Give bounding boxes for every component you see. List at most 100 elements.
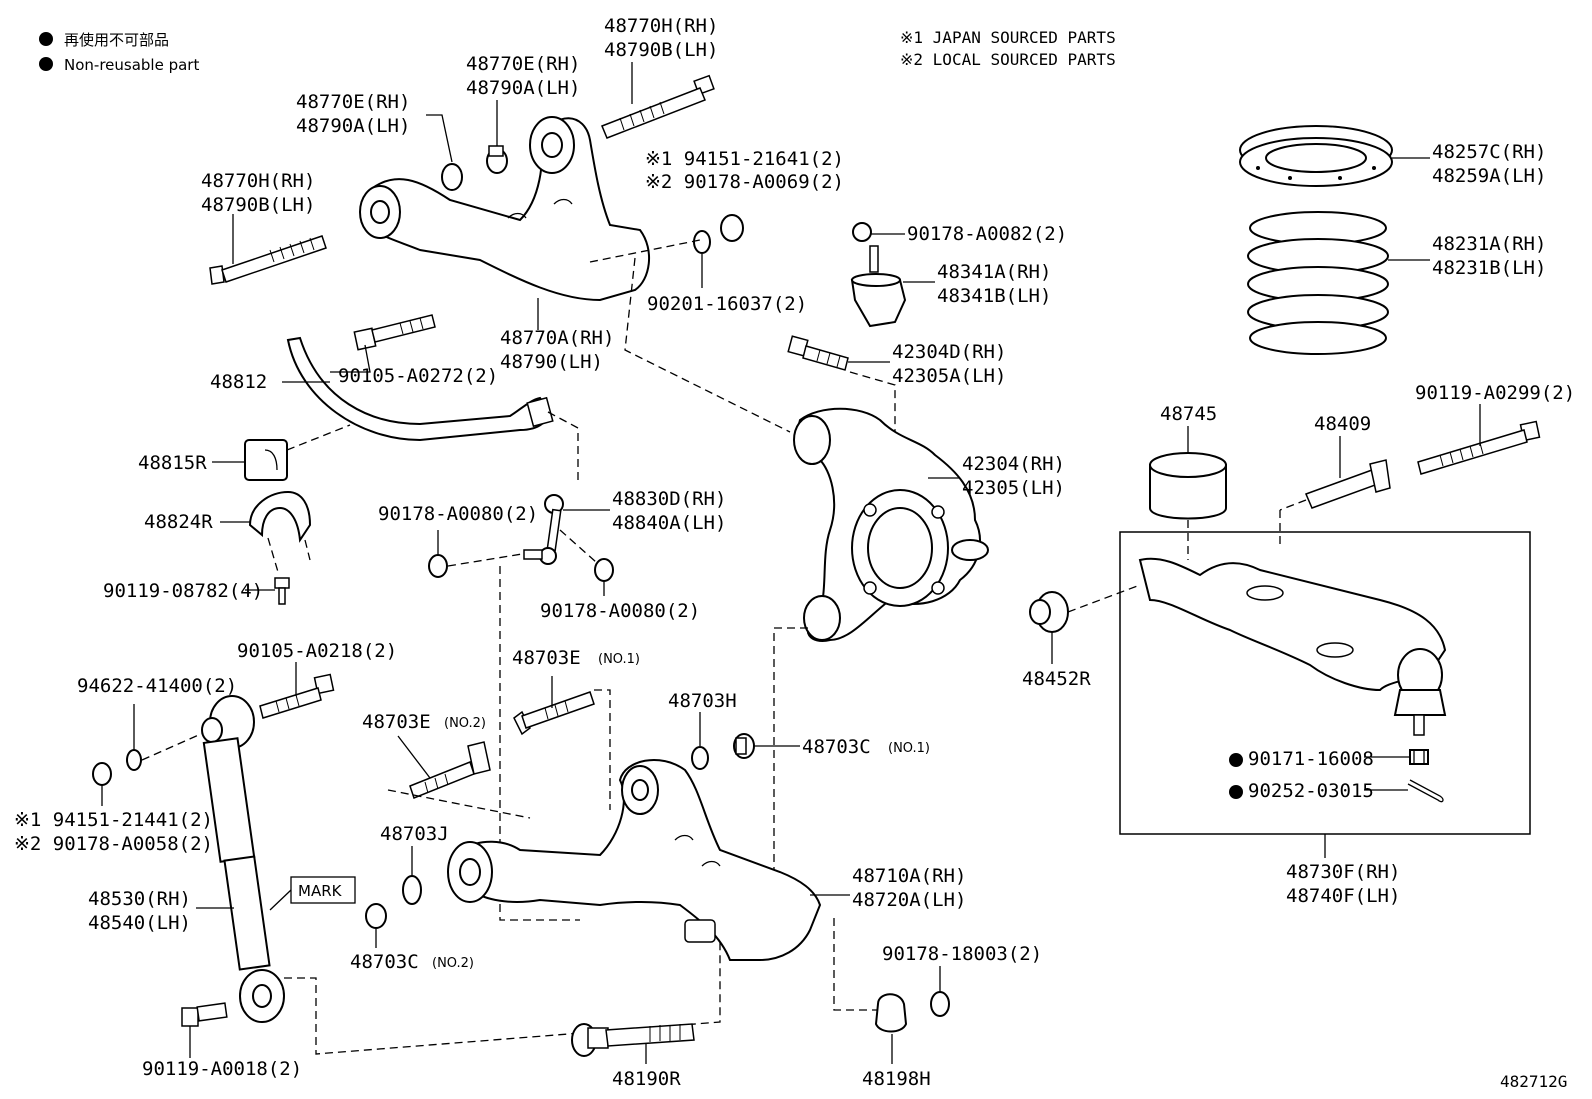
lower-arm-bolt-upper (1417, 420, 1541, 475)
label-48770e-rh-left: 48770E(RH) (296, 91, 410, 113)
label-upper-nut-2: ※2 90178-A0069(2) (645, 171, 844, 193)
label-48770h-rh-top: 48770H(RH) (604, 15, 718, 37)
label-stabilizer-bracket-bolt: 90119-08782(4) (103, 580, 263, 602)
stabilizer-bushing (244, 439, 288, 481)
mark-tag: MARK (269, 876, 356, 911)
label-lower-arm-bushing: 48745 (1160, 403, 1217, 425)
upper-arm-bolt-top (601, 74, 715, 139)
label-upper-arm-lh: 48790(LH) (500, 351, 603, 373)
label-bolt-no1-tag: (NO.1) (598, 652, 640, 667)
lower-control-arm (447, 758, 822, 961)
stabilizer-link (523, 494, 564, 565)
knuckle-stud (787, 335, 849, 371)
label-shock-lh: 48540(LH) (88, 912, 191, 934)
note-japan-sourced: ※1 JAPAN SOURCED PARTS (900, 28, 1116, 47)
label-bolt-no2-tag: (NO.2) (444, 716, 486, 731)
stabilizer-bracket (248, 490, 312, 543)
label-48770h-rh-left: 48770H(RH) (201, 170, 315, 192)
label-link-rh: 48830D(RH) (612, 488, 726, 510)
upper-arm-nut-left (441, 163, 463, 191)
label-cam-plate: 48198H (862, 1068, 931, 1090)
legend-jp: 再使用不可部品 (64, 31, 169, 49)
lower-arm-washer-j (402, 875, 422, 905)
non-reusable-dot-icon (1229, 753, 1243, 767)
shock-bottom-bolt (181, 1002, 228, 1027)
label-lower-arm-rh: 48710A(RH) (852, 865, 966, 887)
label-bump-stopper-nut: 90178-A0082(2) (907, 223, 1067, 245)
lower-arm-nut-no1 (733, 733, 755, 759)
figure-id: 482712G (1500, 1072, 1567, 1091)
label-knuckle-stud-lh: 42305A(LH) (892, 365, 1006, 387)
bump-stopper-nut (852, 222, 872, 242)
shock-top-bolt (259, 673, 335, 719)
label-shock-rh: 48530(RH) (88, 888, 191, 910)
label-link-nut-right: 90178-A0080(2) (540, 600, 700, 622)
label-upper-mount-bolt: 90105-A0272(2) (338, 365, 498, 387)
coil-spring (1247, 211, 1389, 355)
stabilizer-bracket-bolt (274, 577, 290, 605)
label-washer-h: 48703H (668, 690, 737, 712)
non-reusable-dot-icon (39, 32, 53, 46)
label-shock-nut-1: ※1 94151-21441(2) (14, 809, 213, 831)
label-cam-bolt: 48190R (612, 1068, 681, 1090)
label-lower-arm-assy-lh: 48740F(LH) (1286, 885, 1400, 907)
shock-nut (92, 762, 112, 786)
label-cotter-pin: 90252-03015 (1248, 780, 1374, 802)
label-nut-c-no1: 48703C (802, 736, 871, 758)
label-insulator-rh: 48257C(RH) (1432, 141, 1546, 163)
label-insulator-lh: 48259A(LH) (1432, 165, 1546, 187)
label-bolt-no1: 48703E (512, 647, 581, 669)
label-upper-washer: 90201-16037(2) (647, 293, 807, 315)
upper-arm-mount-bolt (353, 314, 436, 351)
label-link-lh: 48840A(LH) (612, 512, 726, 534)
label-48790b-lh-top: 48790B(LH) (604, 39, 718, 61)
label-lower-arm-bolt-upper: 90119-A0299(2) (1415, 382, 1575, 404)
non-reusable-dot-icon (1229, 785, 1243, 799)
label-bump-stopper-lh: 48341B(LH) (937, 285, 1051, 307)
label-lower-front-nut: 90178-18003(2) (882, 943, 1042, 965)
label-shock-top-bolt: 90105-A0218(2) (237, 640, 397, 662)
upper-control-arm (359, 116, 651, 302)
label-knuckle-stud-rh: 42304D(RH) (892, 341, 1006, 363)
label-upper-arm-rh: 48770A(RH) (500, 327, 614, 349)
label-nut-c-no1-tag: (NO.1) (888, 741, 930, 756)
label-48790b-lh-left: 48790B(LH) (201, 194, 315, 216)
cam-washer (1029, 591, 1069, 633)
label-knuckle-rh: 42304(RH) (962, 453, 1065, 475)
label-nut-c-no2-tag: (NO.2) (432, 956, 474, 971)
label-mark: MARK (298, 882, 343, 900)
upper-arm-bolt-left (209, 235, 327, 285)
label-lower-arm-bolt: 48409 (1314, 413, 1371, 435)
label-stabilizer-bar: 48812 (210, 371, 267, 393)
stabilizer-bar (286, 336, 554, 442)
label-link-nut-left: 90178-A0080(2) (378, 503, 538, 525)
lower-arm-washer-h (691, 746, 709, 770)
label-bump-stopper-rh: 48341A(RH) (937, 261, 1051, 283)
lower-arm-bushing (1149, 452, 1227, 520)
lower-arm-nut-no2 (365, 903, 387, 929)
label-spring-lh: 48231B(LH) (1432, 257, 1546, 279)
label-48770e-rh-mid: 48770E(RH) (466, 53, 580, 75)
steering-knuckle (793, 407, 989, 642)
cam-plate (874, 993, 908, 1033)
upper-arm-washer (693, 214, 744, 254)
label-shock-nut-2: ※2 90178-A0058(2) (14, 833, 213, 855)
lower-arm-bolt-no2 (409, 741, 491, 799)
upper-arm-nut-mid (486, 145, 508, 174)
spring-insulator (1239, 125, 1393, 187)
legend: 再使用不可部品 Non-reusable part (39, 31, 199, 74)
label-stabilizer-bushing: 48815R (138, 452, 207, 474)
lower-arm-bolt (1304, 459, 1391, 509)
label-cam-washer: 48452R (1022, 668, 1091, 690)
label-lower-arm-lh: 48720A(LH) (852, 889, 966, 911)
shock-absorber (201, 695, 285, 1023)
label-48790a-lh-mid: 48790A(LH) (466, 77, 580, 99)
lower-control-arm-assy (1138, 557, 1447, 736)
label-shock-washer: 94622-41400(2) (77, 675, 237, 697)
label-castle-nut: 90171-16008 (1248, 748, 1374, 770)
label-nut-c-no2: 48703C (350, 951, 419, 973)
label-washer-j: 48703J (380, 823, 449, 845)
bump-stopper (850, 245, 907, 328)
sourcing-notes: ※1 JAPAN SOURCED PARTS ※2 LOCAL SOURCED … (900, 28, 1116, 69)
label-lower-arm-assy-rh: 48730F(RH) (1286, 861, 1400, 883)
